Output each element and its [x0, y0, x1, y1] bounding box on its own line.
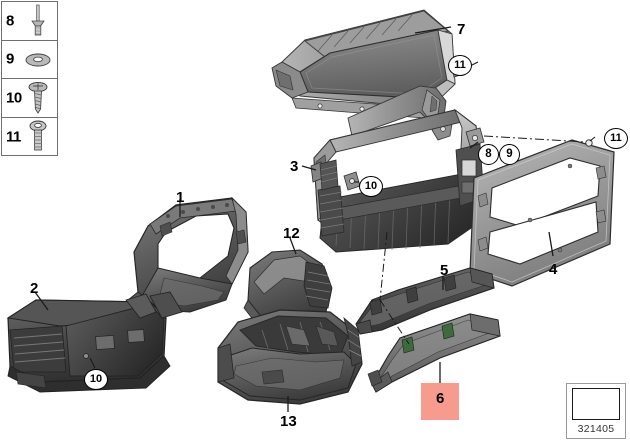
callout-4[interactable]: 4: [549, 261, 558, 278]
legend-number-8: 8: [6, 12, 14, 30]
view-direction-box: [572, 388, 620, 420]
leader-line-11-right: [589, 136, 596, 142]
leader-line-7: [414, 26, 452, 34]
leader-line-4: [548, 231, 554, 257]
leader-line-12: [289, 237, 297, 255]
callout-6[interactable]: 6: [436, 390, 445, 407]
self-tapping-screw-icon: [23, 79, 53, 117]
leader-line-8: [469, 141, 479, 149]
assembly-line-3-to-5: [379, 231, 388, 301]
circle-callout-8[interactable]: 8: [478, 144, 499, 165]
diagram-stamp: 321405: [566, 383, 626, 439]
pan-head-screw-icon: [23, 118, 53, 157]
callout-2[interactable]: 2: [30, 280, 39, 297]
circle-callout-10-left[interactable]: 10: [84, 369, 108, 390]
circle-callout-11-right[interactable]: 11: [604, 128, 628, 149]
legend-row-11: 11: [2, 118, 57, 157]
circle-callout-11-top[interactable]: 11: [448, 55, 472, 76]
legend-number-10: 10: [6, 89, 22, 107]
callout-13[interactable]: 13: [280, 413, 297, 430]
legend-row-8: 8: [2, 2, 57, 41]
assembly-line-5-to-6: [379, 299, 410, 345]
callout-12[interactable]: 12: [283, 225, 300, 242]
circle-callout-10-mid[interactable]: 10: [359, 176, 383, 197]
fastener-legend: 8 9 10: [1, 1, 58, 156]
leader-line-10-left: [89, 357, 96, 369]
callout-7[interactable]: 7: [457, 21, 466, 38]
part-13-steering-column-lower-shroud: [217, 309, 363, 405]
screw-with-collar-icon: [23, 2, 53, 40]
callout-1[interactable]: 1: [176, 189, 185, 206]
legend-number-9: 9: [6, 50, 14, 68]
leader-line-3: [301, 165, 317, 171]
washer-icon: [23, 41, 53, 79]
part-5-upper-trim-strip: [355, 267, 495, 335]
part-7-display-housing-module: [271, 9, 465, 119]
callout-5[interactable]: 5: [440, 262, 449, 279]
circle-callout-9[interactable]: 9: [499, 144, 520, 165]
part-6-highlight: [421, 383, 459, 420]
part-6-lower-trim-strip: [367, 313, 501, 393]
legend-row-9: 9: [2, 41, 57, 79]
assembly-line-3-to-4: [483, 135, 587, 143]
part-3-center-console-support-carrier: [310, 108, 485, 253]
legend-number-11: 11: [6, 128, 21, 146]
legend-row-10: 10: [2, 79, 57, 118]
diagram-code: 321405: [577, 423, 615, 435]
leader-line-2: [34, 291, 49, 311]
callout-3[interactable]: 3: [290, 158, 299, 175]
